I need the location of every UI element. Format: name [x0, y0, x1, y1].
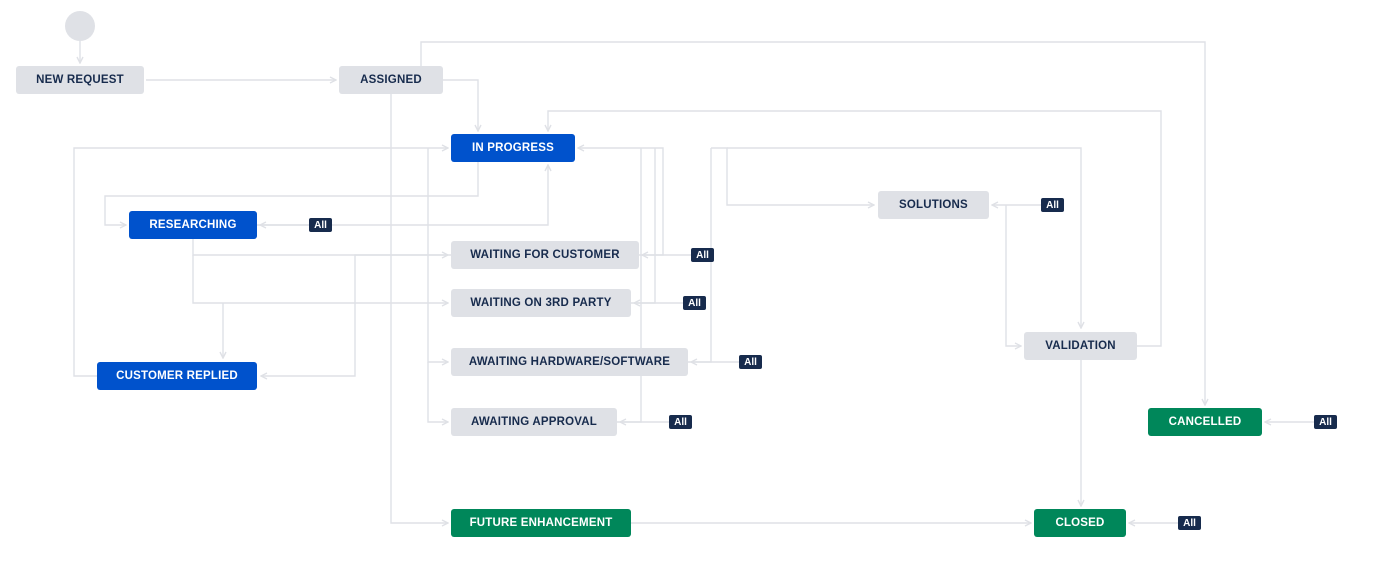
- status-solutions[interactable]: SOLUTIONS: [878, 191, 989, 219]
- transition-in-progress-approval: [427, 362, 448, 422]
- status-awaiting-approval[interactable]: AWAITING APPROVAL: [451, 408, 617, 436]
- transition-in-progress-validation: [727, 147, 1081, 328]
- all-badge-researching[interactable]: All: [309, 218, 332, 232]
- transition-researching-waiting-3rd: [192, 255, 448, 303]
- status-validation[interactable]: VALIDATION: [1024, 332, 1137, 360]
- status-waiting-for-customer[interactable]: WAITING FOR CUSTOMER: [451, 241, 639, 269]
- all-badge-closed[interactable]: All: [1178, 516, 1201, 530]
- transition-in-progress-researching: [104, 162, 479, 225]
- transition-researching-waiting-customer: [192, 239, 448, 255]
- all-badge-waiting-on-3rd-party[interactable]: All: [683, 296, 706, 310]
- status-assigned[interactable]: ASSIGNED: [339, 66, 443, 94]
- status-cancelled[interactable]: CANCELLED: [1148, 408, 1262, 436]
- status-future-enhancement[interactable]: FUTURE ENHANCEMENT: [451, 509, 631, 537]
- transition-assigned-cancelled: [420, 41, 1205, 405]
- transition-customer-replied-in-progress: [73, 148, 448, 377]
- transition-validation-in-progress: [548, 110, 1162, 347]
- transition-researching-in-progress: [257, 165, 548, 226]
- all-badge-cancelled[interactable]: All: [1314, 415, 1337, 429]
- transition-assigned-in-progress: [443, 79, 478, 131]
- all-badge-waiting-for-customer[interactable]: All: [691, 248, 714, 262]
- transition-in-progress-solutions: [711, 147, 874, 205]
- transition-solutions-validation: [1005, 205, 1021, 346]
- transition-waiting-customer-replied: [261, 254, 452, 376]
- transition-assigned-future: [390, 94, 448, 523]
- all-badge-solutions[interactable]: All: [1041, 198, 1064, 212]
- start-node: [65, 11, 95, 41]
- all-badge-awaiting-approval[interactable]: All: [669, 415, 692, 429]
- status-closed[interactable]: CLOSED: [1034, 509, 1126, 537]
- all-badge-awaiting-hardware-software[interactable]: All: [739, 355, 762, 369]
- transition-waiting-customer-in-progress: [578, 148, 664, 256]
- status-customer-replied[interactable]: CUSTOMER REPLIED: [97, 362, 257, 390]
- status-waiting-on-3rd-party[interactable]: WAITING ON 3RD PARTY: [451, 289, 631, 317]
- status-new-request[interactable]: NEW REQUEST: [16, 66, 144, 94]
- status-researching[interactable]: RESEARCHING: [129, 211, 257, 239]
- status-awaiting-hardware-software[interactable]: AWAITING HARDWARE/SOFTWARE: [451, 348, 688, 376]
- status-in-progress[interactable]: IN PROGRESS: [451, 134, 575, 162]
- transition-waiting-3rd-in-progress: [631, 148, 656, 304]
- transition-approval-in-progress: [617, 148, 642, 423]
